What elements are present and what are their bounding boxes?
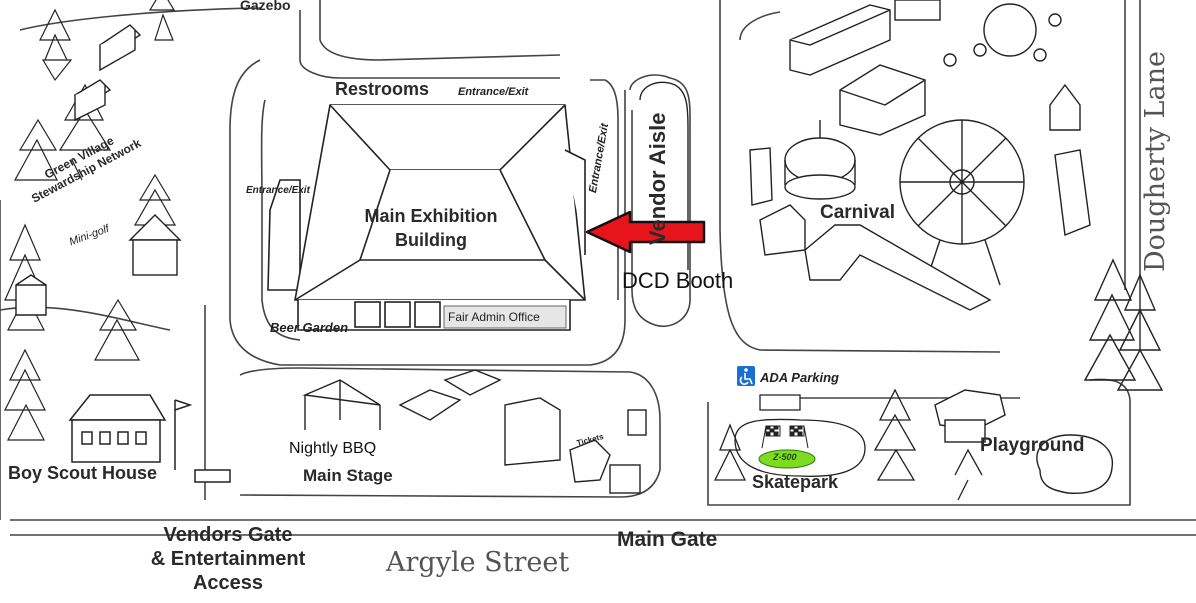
beer-garden-label: Beer Garden [270, 320, 349, 335]
boy-scout-house-label: Boy Scout House [8, 463, 158, 483]
skatepark-area [713, 388, 983, 501]
main-exhibition-building [267, 104, 586, 331]
playground-area [934, 258, 1164, 495]
vendors-gate-label: Vendors Gate & Entertainment Access [150, 524, 306, 594]
main-stage-label: Main Stage [303, 466, 393, 485]
dcd-booth-label: DCD Booth [622, 268, 734, 293]
carnival-rides [749, 0, 1091, 311]
main-gate-label: Main Gate [617, 528, 718, 551]
gazebo-label: Gazebo [240, 0, 291, 13]
restrooms-label: Restrooms [335, 79, 430, 99]
fair-admin-office-box [443, 305, 567, 329]
checkered-flags-icon [761, 425, 809, 449]
left-cabins [15, 24, 182, 316]
skatepark-label: Skatepark [752, 472, 839, 492]
boy-scout-house [68, 394, 231, 483]
playground-label: Playground [980, 435, 1085, 456]
argyle-street-label: Argyle Street [386, 547, 570, 578]
ada-parking-label: ADA Parking [760, 370, 839, 385]
red-arrow-icon [585, 210, 706, 254]
dougherty-lane-label: Dougherty Lane [1140, 51, 1171, 272]
entrance-exit-left-label: Entrance/Exit [246, 185, 310, 196]
main-stage-area [302, 369, 647, 494]
fair-admin-office-label: Fair Admin Office [448, 310, 540, 324]
entrance-exit-top-label: Entrance/Exit [458, 86, 529, 98]
z500-highlight [758, 449, 816, 469]
nightly-bbq-label: Nightly BBQ [289, 440, 377, 457]
z500-label: Z-500 [773, 452, 797, 462]
paths [0, 0, 1196, 536]
ada-parking-icon [737, 366, 755, 386]
vendor-aisle-shape [639, 81, 689, 270]
carnival-label: Carnival [820, 202, 895, 223]
main-exhibition-building-label: Main Exhibition Building [364, 206, 498, 251]
vendor-aisle-label: Vendor Aisle [645, 112, 670, 245]
